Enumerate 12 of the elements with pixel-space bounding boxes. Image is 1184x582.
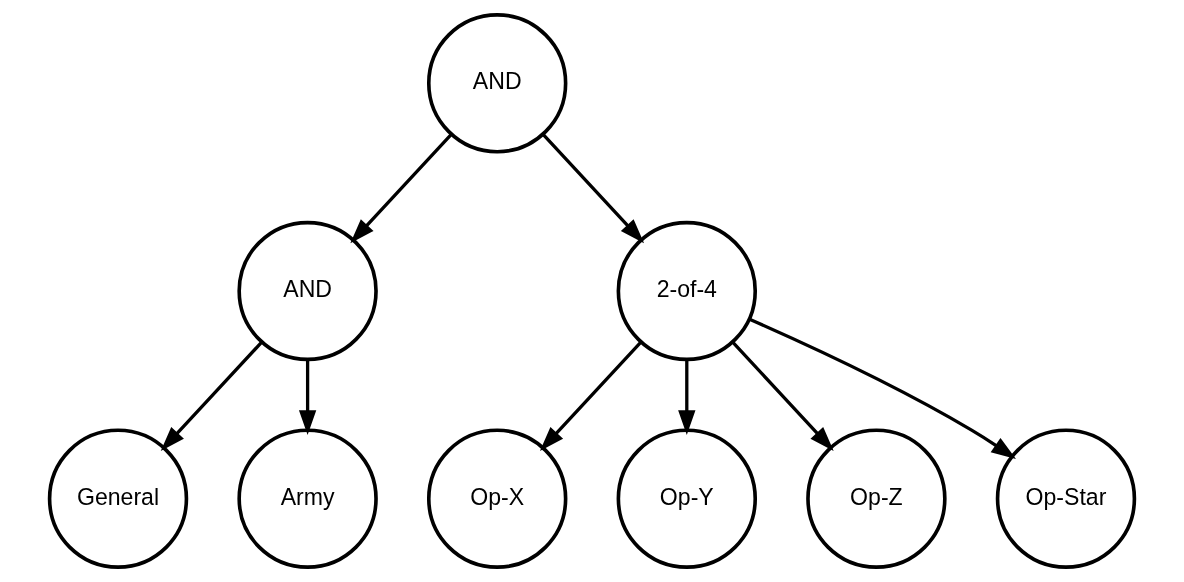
arrow xyxy=(298,359,317,435)
arrow xyxy=(160,341,263,451)
node-circle: Op-Y xyxy=(616,428,758,569)
node-circle: Op-Star xyxy=(995,428,1137,569)
arrow xyxy=(541,133,645,244)
arrow xyxy=(350,133,453,244)
arrow xyxy=(731,341,834,451)
arrow xyxy=(678,359,696,435)
node-circle: AND xyxy=(426,13,568,154)
arrow xyxy=(539,341,643,451)
node-circle: Army xyxy=(237,428,378,569)
arrow xyxy=(748,317,1016,460)
